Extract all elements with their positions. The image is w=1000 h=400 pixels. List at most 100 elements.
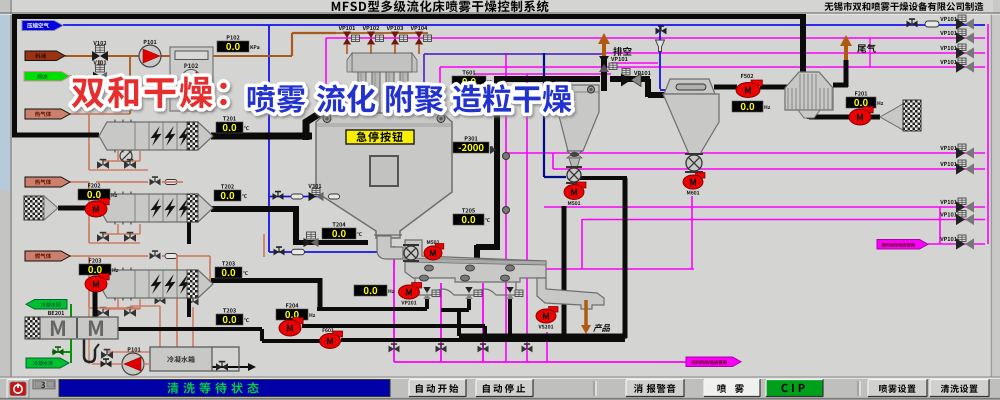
svg-text:VP101: VP101 [939, 58, 957, 66]
svg-text:清洗设置: 清洗设置 [940, 382, 978, 395]
svg-text:VP101: VP101 [338, 24, 356, 32]
svg-text:冷凝水回: 冷凝水回 [41, 301, 61, 308]
svg-text:M: M [87, 313, 105, 343]
svg-text:F204: F204 [286, 302, 300, 310]
svg-text:Hz: Hz [309, 312, 316, 319]
svg-text:0.0: 0.0 [220, 188, 235, 202]
svg-text:T201: T201 [223, 115, 236, 123]
svg-text:T601: T601 [462, 69, 475, 77]
svg-text:0.0: 0.0 [226, 39, 241, 53]
svg-text:VP101: VP101 [610, 55, 628, 63]
svg-text:尾气: 尾气 [857, 41, 877, 55]
svg-text:-2000: -2000 [458, 140, 484, 154]
svg-text:VP101: VP101 [939, 235, 957, 243]
svg-text:F201: F201 [855, 90, 868, 98]
svg-text:MFSD型多级流化床喷雾干燥控制系统: MFSD型多级流化床喷雾干燥控制系统 [331, 0, 550, 15]
svg-text:V301: V301 [307, 182, 321, 190]
svg-text:VP104: VP104 [410, 24, 429, 32]
svg-text:压缩空气: 压缩空气 [27, 22, 50, 30]
svg-text:M: M [326, 334, 334, 347]
svg-text:急停按钮: 急停按钮 [356, 129, 404, 145]
svg-text:喷 雾: 喷 雾 [717, 381, 747, 395]
svg-text:0.0: 0.0 [222, 312, 237, 326]
svg-text:T205: T205 [462, 207, 475, 215]
svg-text:消 报警音: 消 报警音 [634, 381, 677, 395]
svg-text:排空: 排空 [613, 44, 632, 58]
svg-text:0.0: 0.0 [462, 74, 477, 88]
svg-text:Hz: Hz [388, 288, 395, 295]
svg-text:P101: P101 [127, 346, 140, 354]
svg-text:F203: F203 [89, 257, 102, 265]
svg-text:℃: ℃ [244, 317, 249, 324]
svg-text:M601: M601 [686, 190, 699, 197]
svg-text:T202: T202 [221, 183, 234, 191]
svg-text:原料回收输送管路: 原料回收输送管路 [881, 241, 915, 248]
svg-text:CIP: CIP [781, 380, 808, 396]
svg-text:自动停止: 自动停止 [481, 381, 527, 395]
svg-text:造粒干燥: 造粒干燥 [452, 75, 572, 119]
svg-text:℃: ℃ [485, 217, 490, 224]
svg-text:BE201: BE201 [48, 309, 65, 317]
svg-text:VP103: VP103 [386, 24, 404, 32]
svg-text:M: M [856, 110, 864, 123]
svg-text:VP101: VP101 [939, 210, 957, 218]
svg-text:无锡市双和喷雾干燥设备有限公司制造: 无锡市双和喷雾干燥设备有限公司制造 [824, 0, 984, 13]
svg-text:T203: T203 [222, 260, 235, 268]
svg-text:VP102: VP102 [362, 24, 380, 32]
svg-text:0.0: 0.0 [332, 226, 347, 240]
svg-text:VP101: VP101 [633, 69, 651, 77]
svg-text:0.0: 0.0 [87, 187, 102, 201]
svg-text:0.0: 0.0 [222, 120, 237, 134]
svg-text:M: M [570, 185, 578, 198]
svg-text:M: M [744, 83, 752, 96]
svg-text:M: M [49, 313, 67, 343]
svg-text:M: M [286, 321, 294, 334]
svg-text:喷雾: 喷雾 [246, 75, 306, 119]
svg-text:热气体: 热气体 [35, 110, 52, 118]
svg-text:回料回收输送管路: 回料回收输送管路 [691, 360, 727, 366]
svg-text:Hz: Hz [877, 100, 884, 107]
svg-text:VP201: VP201 [400, 300, 416, 307]
svg-text:Hz: Hz [112, 267, 119, 274]
svg-text:冷凝水箱: 冷凝水箱 [167, 355, 195, 365]
svg-text:M: M [92, 277, 100, 290]
svg-text:0.0: 0.0 [363, 283, 378, 297]
svg-text:VP101: VP101 [939, 198, 957, 206]
svg-text:M501: M501 [567, 200, 580, 207]
svg-text:0.0: 0.0 [854, 95, 869, 109]
svg-text:清洗等待状态: 清洗等待状态 [167, 380, 263, 397]
svg-text:KPa: KPa [250, 44, 260, 51]
svg-text:M: M [92, 202, 100, 215]
svg-text:℃: ℃ [357, 231, 362, 238]
svg-text:冷凝水进: 冷凝水进 [33, 360, 53, 367]
svg-text:M: M [429, 246, 437, 259]
svg-text:料液: 料液 [35, 52, 47, 60]
svg-text:P102: P102 [226, 34, 239, 42]
svg-text:VP101: VP101 [939, 44, 957, 52]
svg-text:VP101: VP101 [939, 29, 957, 37]
svg-text:V101: V101 [92, 59, 106, 67]
svg-text:F502: F502 [741, 72, 754, 80]
svg-text:0.0: 0.0 [221, 265, 236, 279]
svg-text:3: 3 [40, 379, 45, 391]
svg-text:VP101: VP101 [939, 144, 957, 152]
svg-text:P301: P301 [464, 135, 477, 143]
svg-text:M: M [405, 285, 413, 298]
svg-text:T203: T203 [223, 307, 236, 315]
svg-text:喷雾设置: 喷雾设置 [878, 382, 916, 395]
svg-text:热气体: 热气体 [35, 178, 52, 186]
svg-text:M: M [542, 309, 550, 322]
svg-text:双和干燥：: 双和干燥： [71, 66, 251, 115]
svg-text:℃: ℃ [487, 79, 492, 86]
svg-text:F202: F202 [88, 182, 101, 190]
svg-text:℃: ℃ [242, 193, 247, 200]
svg-text:0.0: 0.0 [88, 262, 103, 276]
svg-text:P101: P101 [143, 38, 156, 46]
svg-text:0.0: 0.0 [740, 99, 755, 113]
svg-text:VS201: VS201 [537, 324, 553, 331]
svg-text:M501: M501 [426, 239, 439, 246]
svg-text:附聚: 附聚 [384, 75, 444, 119]
svg-text:F601: F601 [322, 327, 334, 334]
svg-text:Hz: Hz [111, 192, 118, 199]
svg-text:流化: 流化 [316, 75, 376, 119]
